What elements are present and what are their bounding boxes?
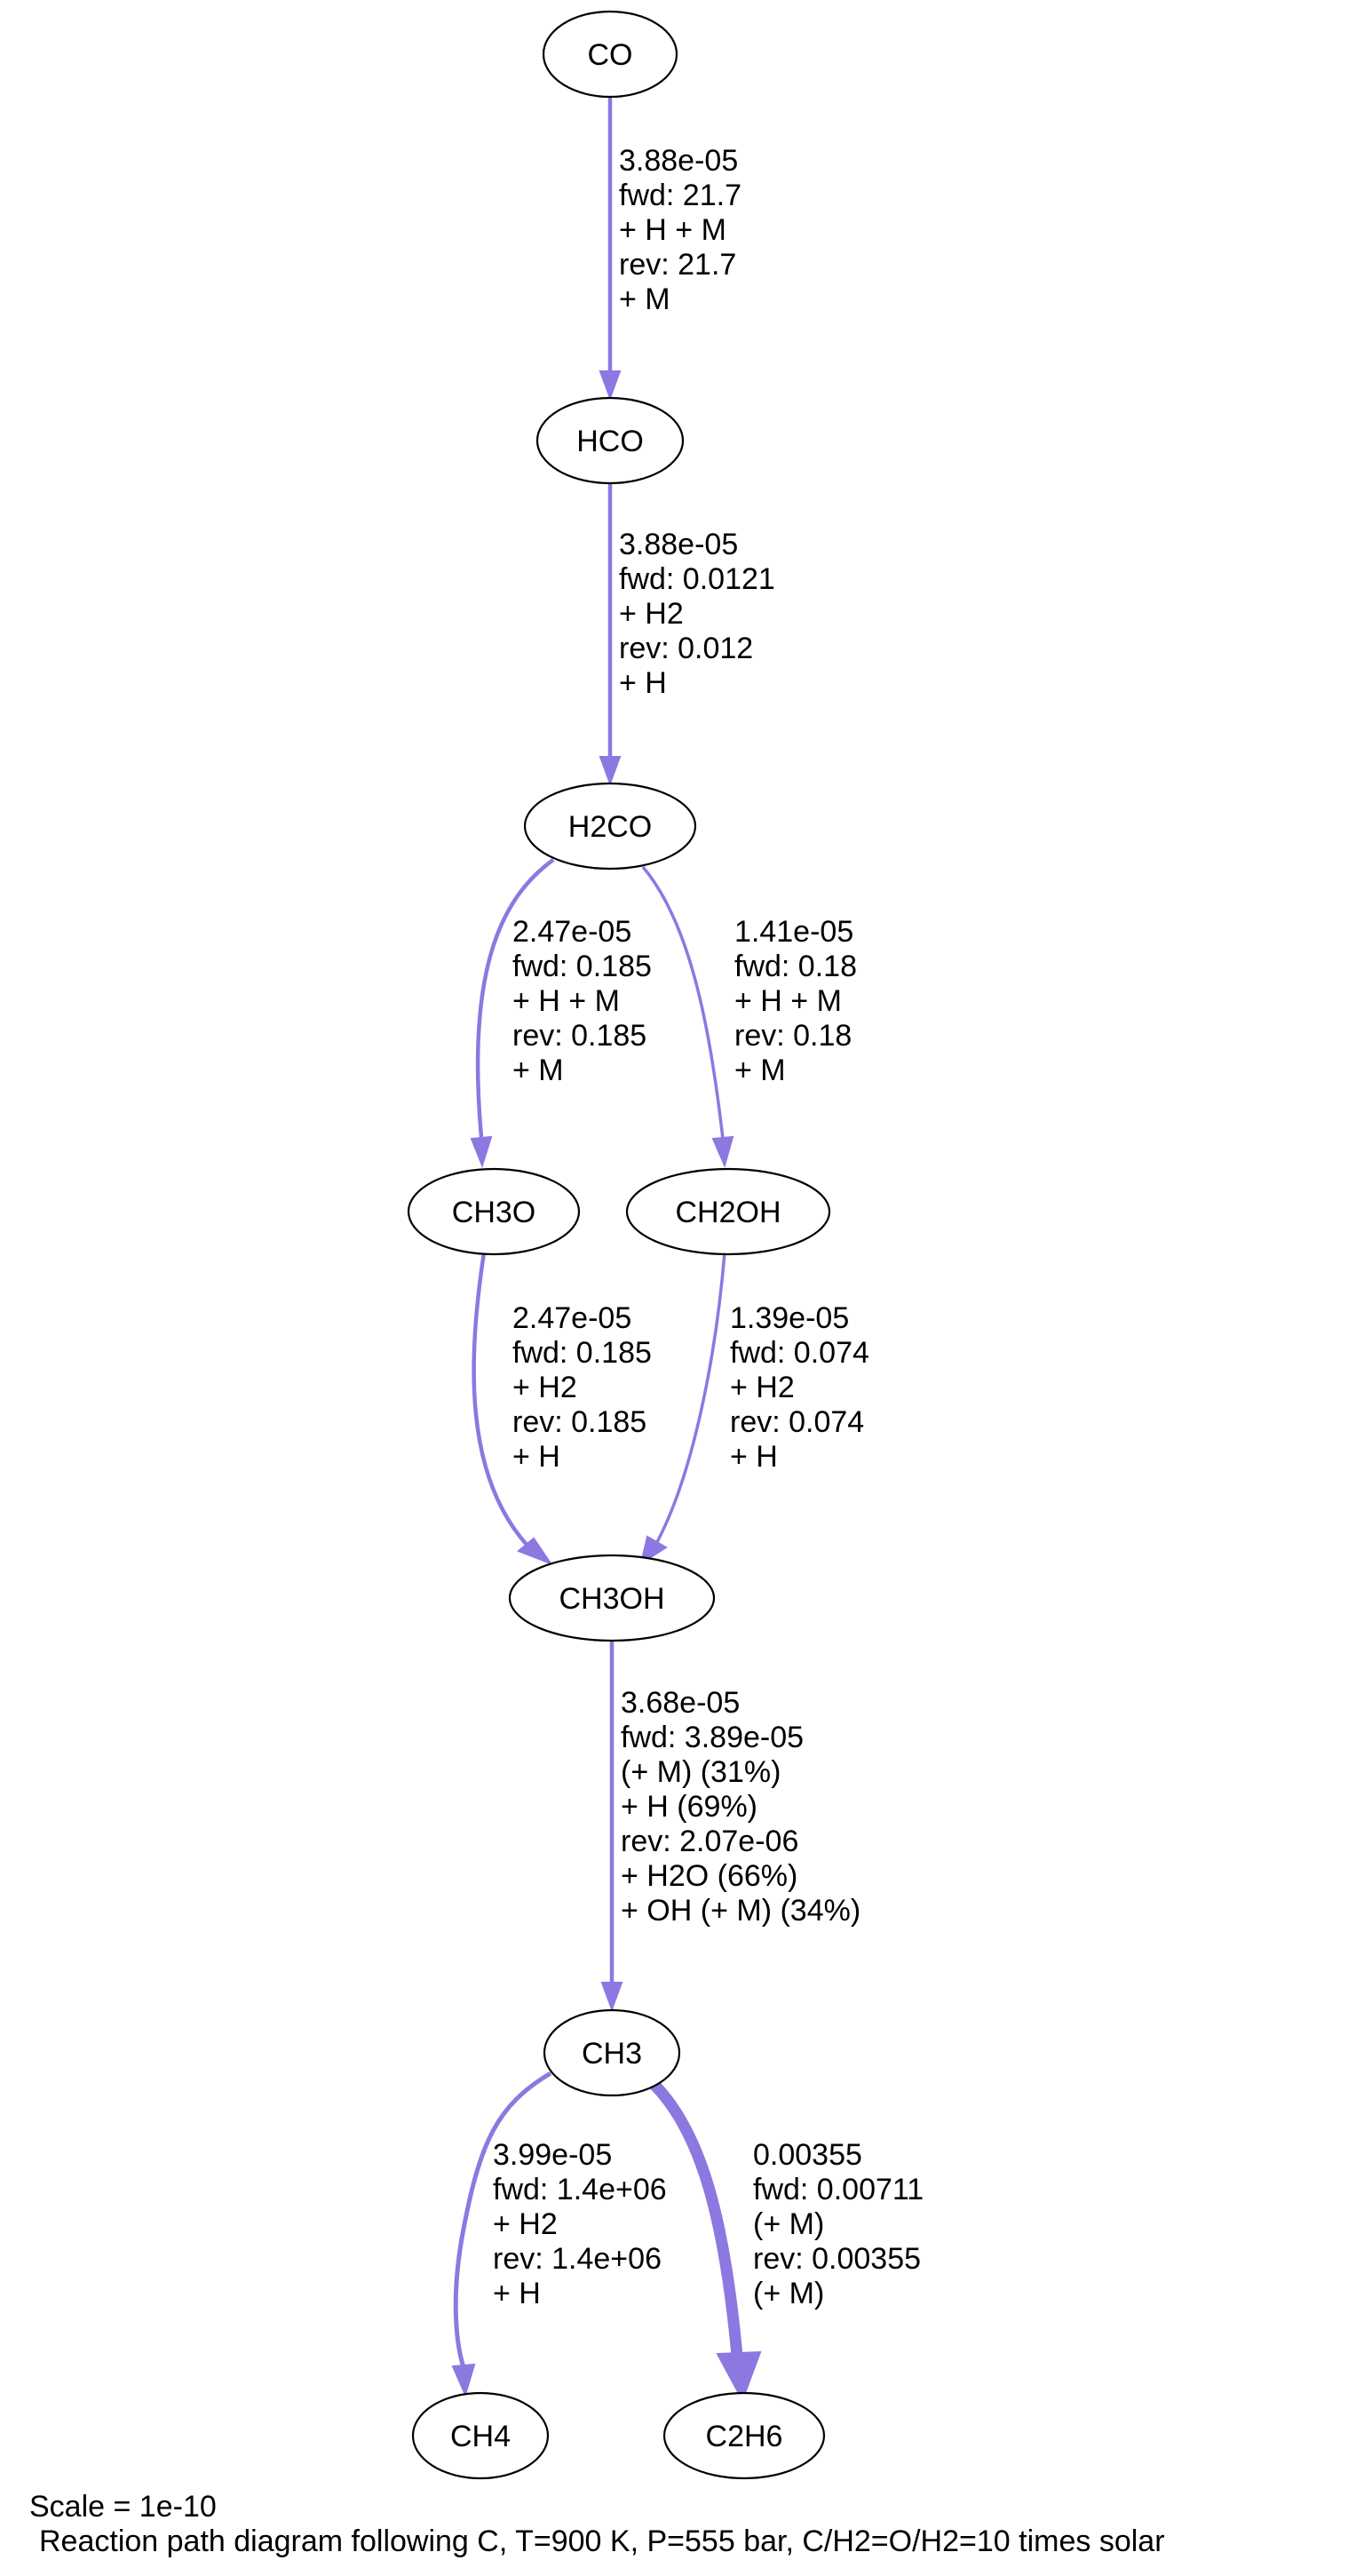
node-ch4: CH4 [411,2391,550,2480]
edge-label: 2.47e-05 fwd: 0.185 + H2 rev: 0.185 + H [512,1301,660,1474]
node-label: H2CO [568,810,652,844]
node-c2h6: C2H6 [662,2391,826,2480]
node-ellipse [407,1167,581,1256]
edge-label: 1.39e-05 fwd: 0.074 + H2 rev: 0.074 + H [730,1301,877,1474]
arrowhead [599,370,622,401]
arrowhead [599,756,622,786]
node-ellipse [625,1167,831,1256]
edge-ch3-c2h6: 0.00355 fwd: 0.00711 (+ M) rev: 0.00355 … [649,2079,932,2403]
edge-ch2oh-ch3oh: 1.39e-05 fwd: 0.074 + H2 rev: 0.074 + H [639,1252,877,1566]
arrowhead [451,2363,476,2397]
edge-line [641,865,725,1140]
diagram-caption: Reaction path diagram following C, T=900… [39,2524,1165,2558]
edge-hco-h2co: 3.88e-05 fwd: 0.0121 + H2 rev: 0.012 + H [599,483,783,786]
edge-line [453,2071,552,2368]
node-label: CH2OH [675,1196,781,1229]
node-label: C2H6 [706,2420,783,2453]
edge-line [655,1252,726,1543]
node-ch2oh: CH2OH [625,1167,831,1256]
edge-label: 3.68e-05 fwd: 3.89e-05 (+ M) (31%) + H (… [621,1686,860,1928]
node-ellipse [523,782,697,871]
node-co: CO [542,10,678,99]
node-ellipse [411,2391,550,2480]
arrowhead [716,2350,762,2403]
node-ch3oh: CH3OH [508,1554,716,1642]
scale-label: Scale = 1e-10 [29,2490,217,2524]
arrowhead [600,1982,623,2012]
edge-co-hco: 3.88e-05 fwd: 21.7 + H + M rev: 21.7 + M [599,98,749,401]
edge-line [475,858,555,1138]
node-ch3o: CH3O [407,1167,581,1256]
edge-label: 3.88e-05 fwd: 21.7 + H + M rev: 21.7 + M [619,144,749,316]
edge-h2co-ch3o: 2.47e-05 fwd: 0.185 + H + M rev: 0.185 +… [470,858,660,1168]
arrowhead [470,1135,493,1168]
arrowhead [517,1537,553,1566]
node-label: CH4 [450,2420,511,2453]
node-label: CH3OH [559,1582,664,1616]
edge-ch3-ch4: 3.99e-05 fwd: 1.4e+06 + H2 rev: 1.4e+06 … [451,2071,675,2397]
edge-label: 0.00355 fwd: 0.00711 (+ M) rev: 0.00355 … [753,2138,932,2310]
edge-line [649,2079,743,2357]
node-ellipse [508,1554,716,1642]
node-ellipse [535,396,685,485]
arrowhead [711,1135,734,1168]
node-ellipse [543,2008,681,2097]
node-label: HCO [576,425,644,458]
edge-label: 3.88e-05 fwd: 0.0121 + H2 rev: 0.012 + H [619,528,783,700]
edge-label: 2.47e-05 fwd: 0.185 + H + M rev: 0.185 +… [512,915,660,1087]
node-label: CH3 [582,2037,642,2071]
edge-ch3oh-ch3: 3.68e-05 fwd: 3.89e-05 (+ M) (31%) + H (… [600,1639,860,2012]
node-ch3: CH3 [543,2008,681,2097]
node-ellipse [542,10,678,99]
node-h2co: H2CO [523,782,697,871]
edge-label: 1.41e-05 fwd: 0.18 + H + M rev: 0.18 + M [734,915,865,1087]
edge-h2co-ch2oh: 1.41e-05 fwd: 0.18 + H + M rev: 0.18 + M [641,865,865,1168]
node-hco: HCO [535,396,685,485]
edge-label: 3.99e-05 fwd: 1.4e+06 + H2 rev: 1.4e+06 … [493,2138,675,2310]
edge-ch3o-ch3oh: 2.47e-05 fwd: 0.185 + H2 rev: 0.185 + H [472,1252,660,1566]
arrowhead [639,1535,668,1566]
node-label: CH3O [452,1196,535,1229]
node-ellipse [662,2391,826,2480]
edge-line [472,1252,529,1547]
node-label: CO [588,38,633,72]
